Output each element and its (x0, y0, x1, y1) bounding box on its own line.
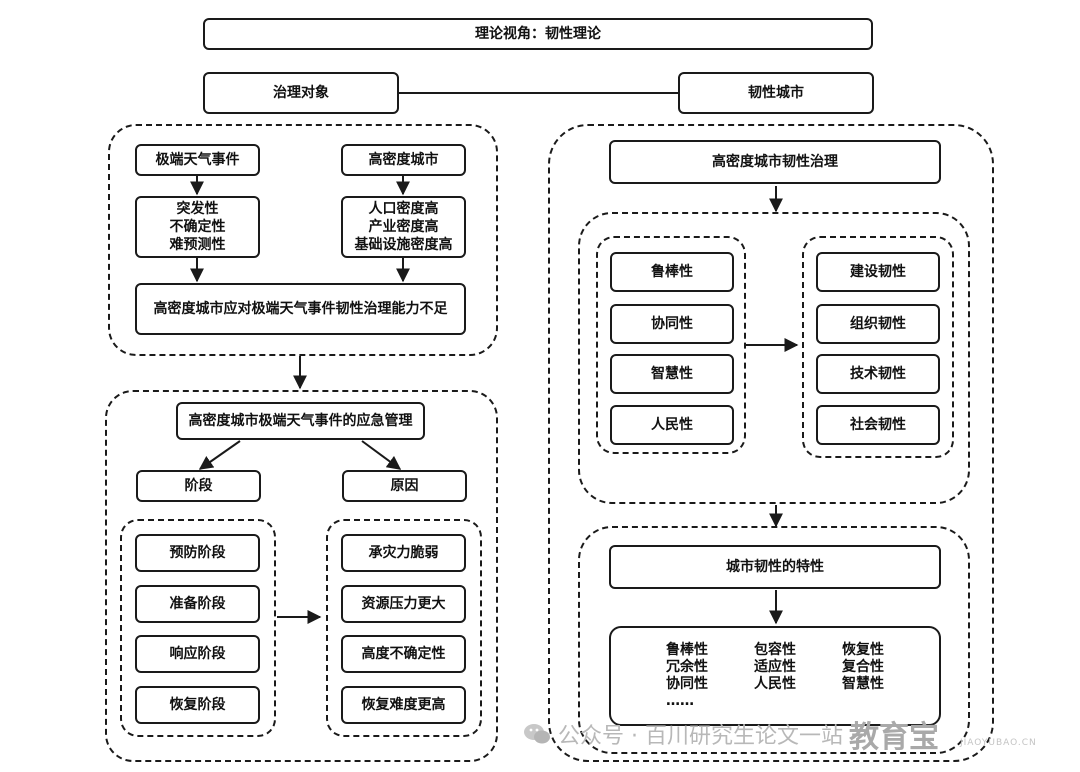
resilience-item-label: 建设韧性 (850, 264, 906, 280)
cause-item: 高度不确定性 (341, 635, 466, 673)
cause-label: 原因 (390, 478, 419, 494)
resilience-item-label: 组织韧性 (850, 316, 906, 332)
arrow-mgmt-to-stage (198, 440, 241, 470)
left-bottom-group (105, 390, 498, 762)
arrow-mgmt-to-cause (361, 440, 402, 470)
city-resilience-traits-label: 城市韧性的特性 (726, 559, 824, 575)
weather-traits-box: 突发性 不确定性 难预测性 (135, 196, 260, 258)
emergency-management-label: 高密度城市极端天气事件的应急管理 (188, 413, 413, 429)
resilience-item-label: 技术韧性 (850, 366, 906, 382)
resilience-governance-box: 高密度城市韧性治理 (609, 140, 941, 184)
resilience-item: 组织韧性 (816, 304, 940, 344)
header-resilient-city: 韧性城市 (678, 72, 874, 114)
watermark-logo: 教育宝 (848, 720, 939, 755)
traits-list-box: 鲁棒性 冗余性 协同性 …… 包容性 适应性 人民性 恢复性 复合性 智慧性 (609, 626, 941, 726)
city-traits-outer-group (578, 526, 970, 754)
stage-item-label: 恢复阶段 (169, 697, 226, 713)
attribute-item: 智慧性 (610, 354, 734, 394)
resilience-item: 建设韧性 (816, 252, 940, 292)
stage-box: 阶段 (136, 470, 261, 502)
high-density-city-box: 高密度城市 (341, 144, 466, 176)
trait-item: 适应性 (754, 659, 796, 675)
stage-label: 阶段 (184, 478, 213, 494)
watermark: 公众号 · 百川研究生论文一站 教育宝 (522, 712, 939, 756)
stage-item: 响应阶段 (135, 635, 260, 673)
attribute-item: 鲁棒性 (610, 252, 734, 292)
traits-column: 鲁棒性 冗余性 协同性 …… (666, 642, 708, 710)
city-trait: 基础设施密度高 (354, 237, 453, 253)
trait-item: 鲁棒性 (666, 642, 708, 658)
resilience-item-label: 社会韧性 (850, 417, 906, 433)
stage-item-label: 准备阶段 (169, 596, 226, 612)
cause-item-label: 承灾力脆弱 (368, 545, 439, 561)
watermark-sub: JIAOYUBAO.CN (960, 738, 1037, 748)
attribute-item-label: 智慧性 (651, 366, 693, 382)
cause-item: 资源压力更大 (341, 585, 466, 623)
trait-item: 协同性 (666, 676, 708, 692)
right-outer-group (548, 124, 994, 762)
header-governance-object-label: 治理对象 (273, 85, 329, 101)
trait-item: 智慧性 (842, 676, 884, 692)
stage-item: 恢复阶段 (135, 686, 260, 724)
extreme-weather-box: 极端天气事件 (135, 144, 260, 176)
trait-item: 包容性 (754, 642, 796, 658)
trait-item: …… (666, 693, 694, 709)
traits-column: 恢复性 复合性 智慧性 (842, 642, 884, 693)
cause-box: 原因 (342, 470, 467, 502)
resilience-governance-label: 高密度城市韧性治理 (712, 154, 838, 170)
attribute-item-label: 鲁棒性 (651, 264, 693, 280)
attribute-item-label: 协同性 (651, 316, 693, 332)
resiliences-group (802, 236, 954, 458)
governance-problem-text: 高密度城市应对极端天气事件韧性治理能力不足 (153, 301, 448, 317)
city-resilience-traits-box: 城市韧性的特性 (609, 545, 941, 589)
stages-group (120, 519, 276, 737)
governance-problem-box: 高密度城市应对极端天气事件韧性治理能力不足 (135, 283, 466, 335)
stage-item: 预防阶段 (135, 534, 260, 572)
city-trait: 人口密度高 (368, 201, 439, 217)
title-text: 理论视角：韧性理论 (475, 26, 601, 42)
trait-item: 冗余性 (666, 659, 708, 675)
watermark-text: 公众号 · 百川研究生论文一站 (558, 724, 843, 749)
title-box: 理论视角：韧性理论 (203, 18, 873, 50)
extreme-weather-label: 极端天气事件 (155, 152, 240, 168)
stage-item: 准备阶段 (135, 585, 260, 623)
emergency-management-box: 高密度城市极端天气事件的应急管理 (176, 402, 425, 440)
attribute-item: 协同性 (610, 304, 734, 344)
weather-trait: 突发性 (176, 201, 219, 217)
header-governance-object: 治理对象 (203, 72, 399, 114)
weather-trait: 难预测性 (169, 237, 226, 253)
weather-trait: 不确定性 (169, 219, 226, 235)
trait-item: 人民性 (754, 676, 796, 692)
stage-item-label: 预防阶段 (169, 545, 226, 561)
causes-group (326, 519, 482, 737)
attribute-item: 人民性 (610, 405, 734, 445)
cause-item-label: 资源压力更大 (361, 596, 446, 612)
resilience-item: 社会韧性 (816, 405, 940, 445)
city-traits-box: 人口密度高 产业密度高 基础设施密度高 (341, 196, 466, 258)
attribute-item-label: 人民性 (651, 417, 693, 433)
cause-item-label: 高度不确定性 (361, 646, 446, 662)
left-top-group (108, 124, 498, 356)
trait-item: 恢复性 (842, 642, 884, 658)
stage-item-label: 响应阶段 (169, 646, 226, 662)
attributes-group (596, 236, 746, 454)
trait-item: 复合性 (842, 659, 884, 675)
city-trait: 产业密度高 (368, 219, 439, 235)
header-resilient-city-label: 韧性城市 (748, 85, 804, 101)
cause-item-label: 恢复难度更高 (361, 697, 446, 713)
cause-item: 承灾力脆弱 (341, 534, 466, 572)
attributes-outer-group (578, 212, 970, 504)
cause-item: 恢复难度更高 (341, 686, 466, 724)
resilience-item: 技术韧性 (816, 354, 940, 394)
high-density-city-label: 高密度城市 (368, 152, 439, 168)
wechat-icon (524, 724, 550, 744)
traits-column: 包容性 适应性 人民性 (754, 642, 796, 693)
